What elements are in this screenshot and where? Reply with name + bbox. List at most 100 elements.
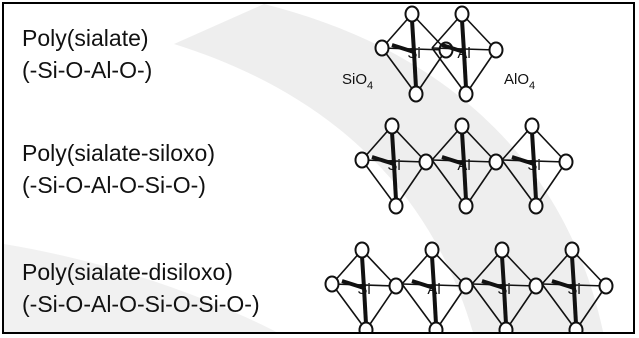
oxygen-atom: [454, 117, 470, 135]
tetrahedron-edge: [465, 49, 497, 95]
oxygen-atom: [324, 275, 340, 293]
subscript: 4: [367, 80, 373, 92]
diagram-frame: Poly(sialate) (-Si-O-Al-O-) Poly(sialate…: [2, 2, 635, 334]
oxygen-atom: [428, 321, 444, 332]
oxygen-atom: [374, 39, 390, 57]
oxygen-atom: [354, 151, 370, 169]
center-atom-label: Al: [457, 157, 470, 174]
oxygen-atom: [528, 197, 544, 215]
bond: [532, 163, 538, 201]
oxygen-circle: [428, 321, 444, 332]
oxygen-circle: [388, 197, 404, 215]
tetrahedron-edge: [501, 249, 537, 287]
oxygen-atom: [388, 197, 404, 215]
oxygen-circle: [454, 5, 470, 23]
center-atom-label: Si: [407, 45, 420, 62]
tetrahedron-edge: [401, 283, 437, 331]
tetrahedron-edge: [331, 283, 367, 331]
sio4-label: SiO4: [342, 71, 373, 92]
bond: [371, 155, 395, 166]
oxygen-circle: [454, 117, 470, 135]
oxygen-circle: [424, 241, 440, 259]
oxygen-atom: [528, 277, 544, 295]
alo4-tetrahedron: Al: [431, 5, 504, 103]
row-label-block: Poly(sialate-siloxo) (-Si-O-Al-O-Si-O-): [22, 137, 215, 201]
bond: [462, 163, 468, 201]
bond: [392, 163, 398, 201]
tetrahedron-edge: [361, 159, 397, 207]
tetrahedron-edge: [571, 249, 607, 287]
bond: [360, 255, 366, 289]
center-atom-label: Al: [427, 281, 440, 298]
tetrahedron-edge: [531, 125, 567, 163]
oxygen-circle: [528, 277, 544, 295]
center-atom-label: Si: [357, 281, 370, 298]
tetrahedron-edge: [391, 125, 427, 163]
tetrahedron-edge: [541, 283, 577, 331]
oxygen-atom: [564, 241, 580, 259]
polymer-formula: (-Si-O-Al-O-): [22, 57, 153, 83]
center-atom-label: Al: [457, 45, 470, 62]
oxygen-atom: [384, 117, 400, 135]
bond: [462, 51, 468, 89]
bond: [391, 43, 415, 54]
oxygen-circle: [458, 85, 474, 103]
oxygen-circle: [488, 41, 504, 59]
tetrahedron-edge: [501, 159, 537, 207]
center-atom-label: Si: [497, 281, 510, 298]
subscript: 4: [529, 80, 535, 92]
sio4-tetrahedron: Si: [374, 5, 454, 103]
oxygen-atom: [358, 321, 374, 332]
oxygen-atom: [568, 321, 584, 332]
oxygen-circle: [418, 153, 434, 171]
bond: [551, 279, 575, 290]
oxygen-atom: [598, 277, 614, 295]
oxygen-circle: [388, 277, 404, 295]
tetrahedron-edge: [575, 285, 607, 331]
oxygen-circle: [404, 5, 420, 23]
center-atom-label: Si: [387, 157, 400, 174]
alo4-tetrahedron: Al: [401, 241, 474, 332]
sio4-tetrahedron: Si: [324, 241, 404, 332]
oxygen-circle: [558, 153, 574, 171]
tetrahedron-edge: [361, 249, 397, 287]
tetrahedron-edge: [431, 47, 467, 95]
oxygen-atom: [494, 241, 510, 259]
tetrahedron-edge: [381, 47, 417, 95]
oxygen-atom: [458, 277, 474, 295]
bond: [430, 255, 436, 289]
bond: [410, 19, 416, 53]
row-label-block: Poly(sialate-disiloxo) (-Si-O-Al-O-Si-O-…: [22, 256, 260, 320]
bond: [412, 51, 418, 89]
oxygen-circle: [458, 277, 474, 295]
oxygen-circle: [498, 321, 514, 332]
oxygen-atom: [424, 241, 440, 259]
polymer-formula: (-Si-O-Al-O-Si-O-Si-O-): [22, 291, 260, 317]
bond: [441, 43, 465, 54]
oxygen-atom: [454, 5, 470, 23]
oxygen-atom: [458, 197, 474, 215]
tetrahedron-edge: [465, 161, 497, 207]
bond: [411, 279, 435, 290]
bond: [570, 255, 576, 289]
oxygen-circle: [524, 117, 540, 135]
oxygen-atom: [388, 277, 404, 295]
bond: [502, 287, 508, 325]
bond: [500, 255, 506, 289]
sio4-tetrahedron: Si: [354, 117, 434, 215]
oxygen-atom: [418, 153, 434, 171]
sio4-tetrahedron: Si: [541, 241, 614, 332]
tetrahedron-edge: [435, 285, 467, 331]
sio4-tetrahedron: Si: [471, 241, 544, 332]
bond: [481, 279, 505, 290]
oxygen-circle: [458, 197, 474, 215]
polymer-name: Poly(sialate): [22, 25, 149, 51]
oxygen-atom: [354, 241, 370, 259]
tetrahedron-edge: [471, 283, 507, 331]
bond: [530, 131, 536, 165]
tetrahedron-edge: [395, 161, 427, 207]
bond: [460, 19, 466, 53]
alo4-tetrahedron: Al: [431, 117, 504, 215]
